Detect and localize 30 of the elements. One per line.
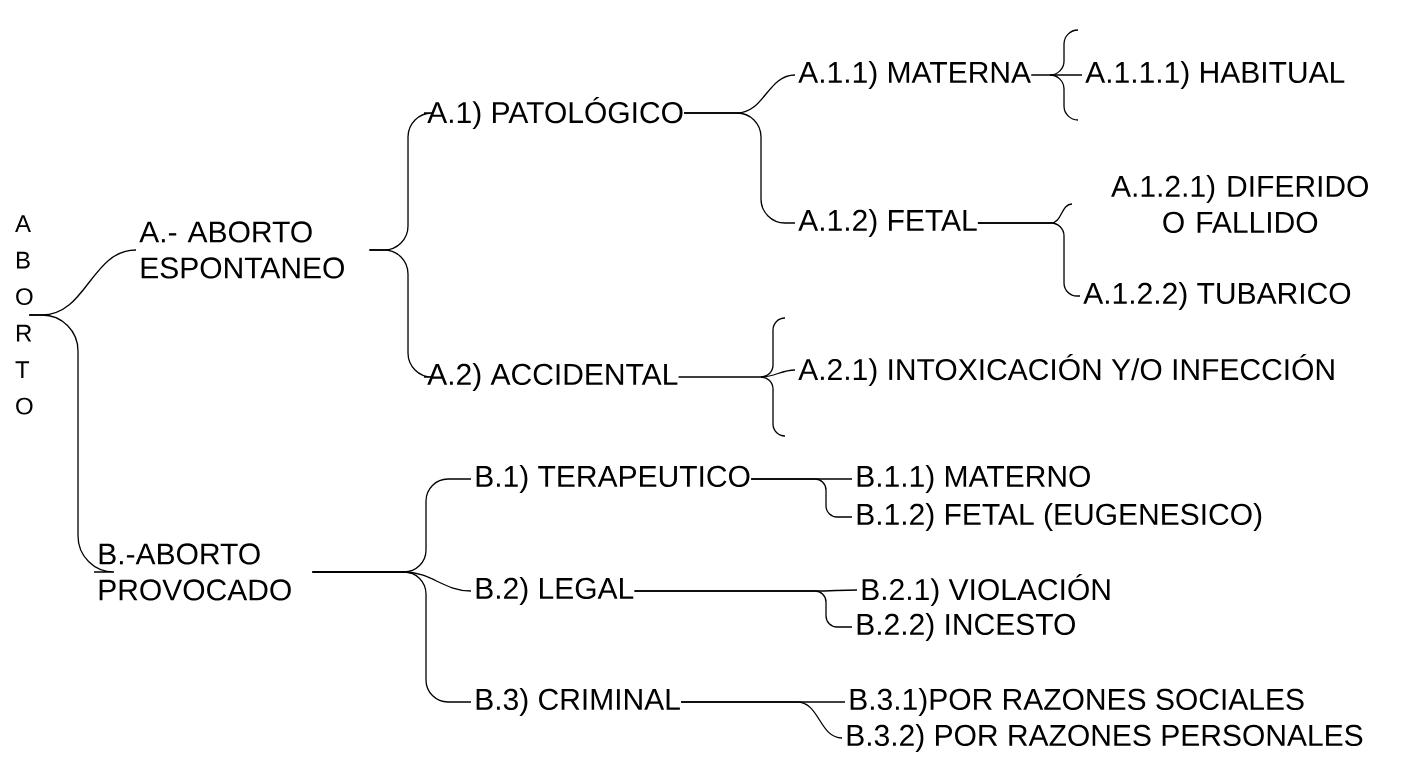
category-label: B.2.1) VIOLACIÓN	[862, 573, 1110, 607]
category-label: A.1) PATOLÓGICO	[427, 96, 683, 130]
category-label: B.3.2) POR RAZONES PERSONALES	[847, 724, 1363, 752]
brace-branch	[750, 478, 853, 518]
category-label: A.1.2.2) TUBARICO	[1083, 282, 1351, 310]
category-label: A.1.1.1) HABITUAL	[1085, 61, 1345, 89]
brace-branch	[677, 317, 796, 437]
brace-branch	[683, 112, 796, 224]
category-label: B.1.2) FETAL (EUGENESICO)	[857, 503, 1262, 531]
category-label: A.1.2) FETAL	[798, 209, 977, 237]
brace-branch	[680, 701, 843, 739]
category-label: A.2.1) INTOXICACIÓN Y/O INFECCIÓN	[798, 353, 1334, 387]
category-label: B.2.2) INCESTO	[857, 613, 1075, 641]
category-label: B.-ABORTO PROVOCADO	[99, 543, 291, 601]
brace-branch	[977, 222, 1081, 297]
category-label: B.1.1) MATERNO	[857, 465, 1090, 493]
category-label: A.- ABORTO ESPONTANEO	[139, 221, 344, 279]
brace-branch	[28, 314, 115, 573]
brace-branch	[1030, 29, 1083, 121]
category-label: B.3) CRIMINAL	[476, 688, 680, 716]
brace-branch	[633, 590, 853, 628]
category-label: A.1.2.1) DIFERIDO O FALLIDO	[1111, 175, 1368, 233]
category-label: A.1.1) MATERNA	[798, 61, 1031, 89]
category-label: B.3.1)POR RAZONES SOCIALES	[850, 688, 1304, 716]
category-label: B.1) TERAPEUTICO	[476, 465, 750, 493]
brace-branch	[368, 249, 433, 378]
brace-branch	[311, 571, 472, 703]
category-label: B.2) LEGAL	[476, 577, 634, 605]
vertical-title: A B O R T O	[15, 215, 33, 415]
category-label: A.2) ACCIDENTAL	[427, 363, 678, 391]
